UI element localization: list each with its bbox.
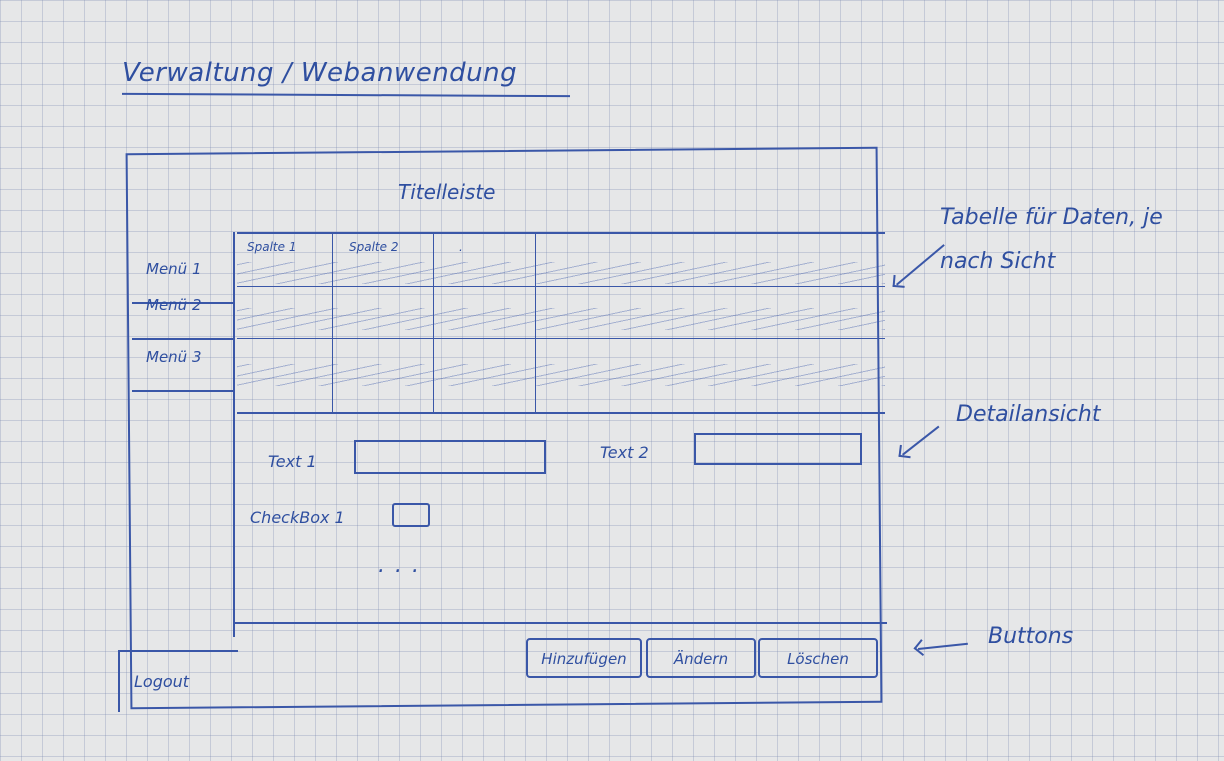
table-row[interactable]: [237, 364, 885, 386]
sidebar-item-label: Menü 1: [146, 260, 202, 278]
column-header-1[interactable]: Spalte 1: [247, 240, 297, 254]
sidebar-item-menu-1[interactable]: Menü 1: [132, 254, 234, 304]
text1-label: Text 1: [268, 452, 317, 471]
column-header-3[interactable]: .: [459, 240, 463, 254]
table-bottom-border: [237, 412, 885, 414]
column-divider: [535, 232, 536, 414]
row-divider: [237, 286, 885, 287]
sidebar-divider: [233, 232, 235, 637]
logout-area: [118, 650, 238, 712]
page-heading: Verwaltung / Webanwendung: [122, 58, 518, 88]
sidebar-item-label: Menü 2: [146, 296, 202, 314]
checkbox1[interactable]: [392, 503, 430, 527]
column-divider: [433, 232, 434, 414]
row-divider: [237, 338, 885, 339]
annotation-table: Tabelle für Daten, je nach Sicht: [940, 205, 1163, 274]
add-button[interactable]: Hinzufügen: [526, 638, 642, 678]
text2-label: Text 2: [600, 443, 649, 462]
title-bar-label: Titelleiste: [398, 180, 496, 204]
logout-button[interactable]: Logout: [134, 672, 190, 691]
annotation-buttons: Buttons: [988, 624, 1074, 649]
column-header-2[interactable]: Spalte 2: [349, 240, 399, 254]
annotation-detail: Detailansicht: [956, 402, 1101, 427]
text2-field[interactable]: [694, 433, 862, 465]
table-row[interactable]: [237, 262, 885, 284]
edit-button[interactable]: Ändern: [646, 638, 756, 678]
sidebar-item-menu-3[interactable]: Menü 3: [132, 342, 234, 392]
arrow-icon: [902, 425, 940, 456]
checkbox1-label: CheckBox 1: [250, 508, 345, 527]
sidebar-item-menu-2[interactable]: Menü 2: [132, 290, 234, 340]
more-fields-ellipsis: ...: [378, 553, 429, 578]
arrow-icon: [918, 642, 968, 650]
sidebar-item-label: Menü 3: [146, 348, 202, 366]
arrow-icon: [896, 244, 945, 286]
table-top-border: [237, 232, 885, 234]
heading-underline: [121, 92, 571, 98]
column-divider: [332, 232, 333, 414]
button-bar-divider: [235, 622, 887, 624]
data-table: Spalte 1 Spalte 2 .: [237, 232, 885, 414]
text1-field[interactable]: [354, 440, 546, 474]
delete-button[interactable]: Löschen: [758, 638, 878, 678]
table-row[interactable]: [237, 308, 885, 330]
